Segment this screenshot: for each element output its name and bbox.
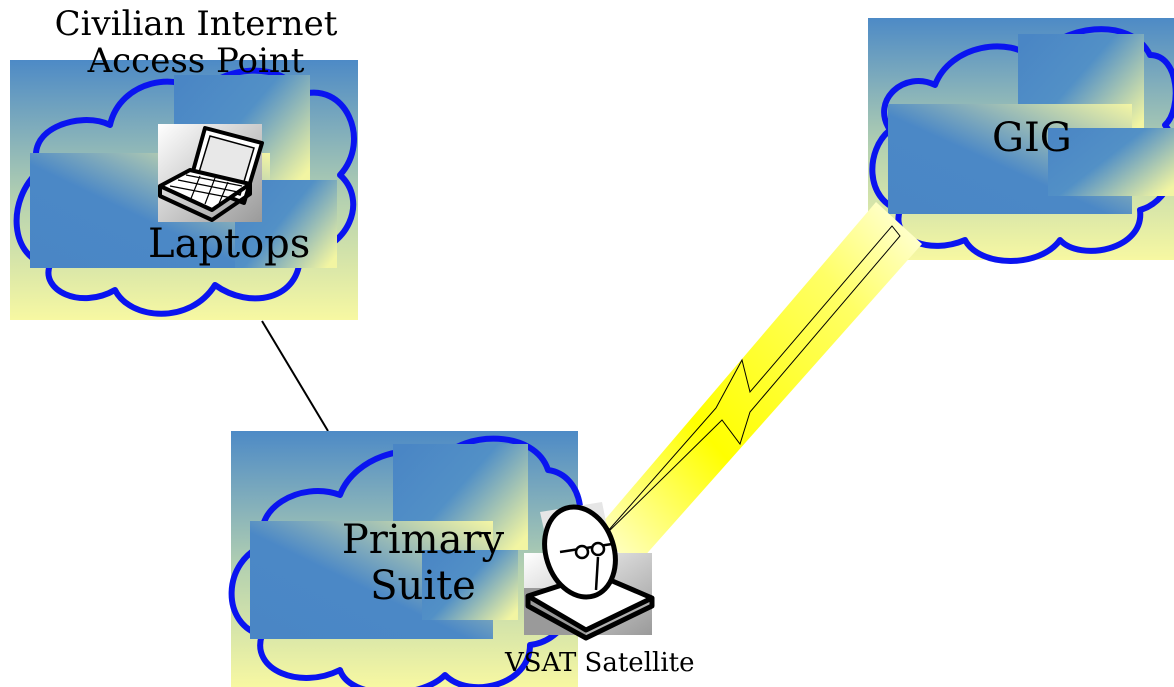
laptop-icon xyxy=(158,124,264,222)
title-line-1: Civilian Internet xyxy=(54,4,338,44)
tile xyxy=(1048,128,1174,196)
lightning-bolt-icon xyxy=(599,225,901,541)
cloud-outline xyxy=(13,67,357,317)
gig-network-node xyxy=(868,18,1174,264)
cloud-outline xyxy=(869,26,1174,264)
gig-label: GIG xyxy=(992,115,1072,161)
primary-suite-node xyxy=(228,431,655,687)
satellite-link xyxy=(596,202,922,568)
title-line-2: Access Point xyxy=(87,41,305,82)
tile xyxy=(422,550,518,620)
laptops-label: Laptops xyxy=(148,221,311,267)
label-line-1: Primary xyxy=(341,517,505,563)
label-line-2: Suite xyxy=(370,563,476,609)
wired-link xyxy=(261,320,329,432)
vsat-satellite-label: VSAT Satellite xyxy=(505,648,695,678)
primary-suite-label: Primary Suite xyxy=(323,517,523,609)
satellite-beam xyxy=(596,202,922,568)
civilian-network-node xyxy=(10,60,358,320)
satellite-dish-icon xyxy=(524,502,655,641)
civilian-access-point-title: Civilian Internet Access Point xyxy=(0,4,392,82)
